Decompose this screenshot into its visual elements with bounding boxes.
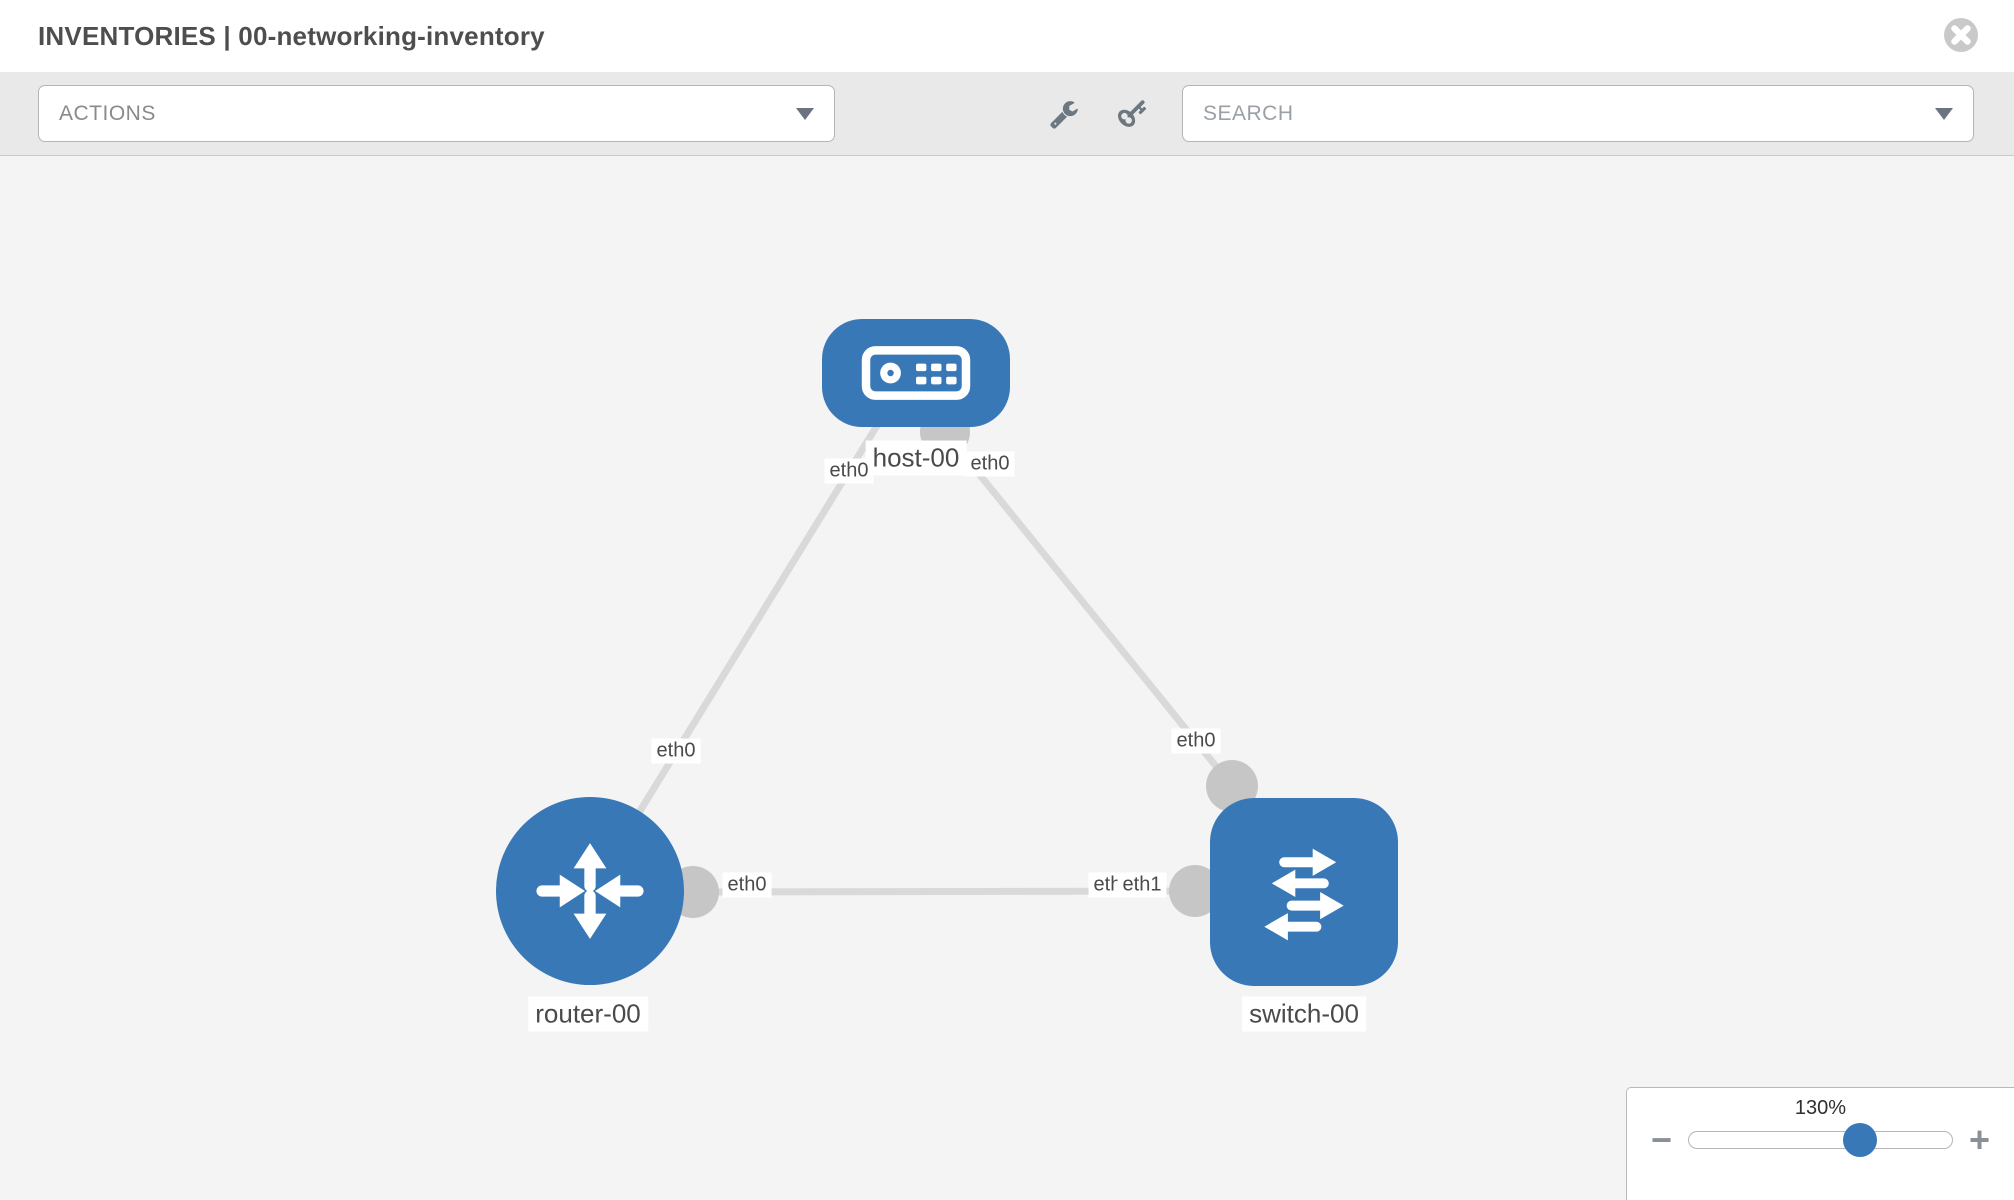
key-icon[interactable]	[1118, 99, 1148, 129]
zoom-slider-thumb[interactable]	[1842, 1123, 1877, 1157]
toolbar: ACTIONS	[0, 72, 2014, 156]
search-chevron-down-icon[interactable]	[1935, 107, 1953, 120]
interface-label-router-eth0-up: eth0	[651, 738, 701, 764]
topology-links-layer	[597, 407, 1258, 918]
chevron-down-icon	[796, 107, 814, 120]
actions-dropdown-label: ACTIONS	[59, 101, 156, 125]
search-box[interactable]	[1182, 85, 1974, 142]
router-icon	[536, 843, 644, 939]
link-host-switch[interactable]	[942, 429, 1235, 789]
interface-label-switch-eth0: eth0	[1171, 728, 1221, 754]
node-switch-00[interactable]	[1210, 798, 1398, 986]
connector-switch-eth1[interactable]	[1169, 865, 1221, 917]
interface-label-switch-eth1: eth1	[1117, 872, 1167, 898]
interface-label-router-eth0-side: eth0	[722, 872, 772, 898]
wrench-icon[interactable]	[1050, 99, 1080, 129]
page-title: INVENTORIES | 00-networking-inventory	[38, 20, 545, 51]
actions-dropdown[interactable]: ACTIONS	[38, 85, 835, 142]
interface-label-host-eth0-left: eth0	[824, 458, 874, 484]
node-router-00[interactable]	[496, 797, 684, 985]
node-host-00[interactable]	[822, 319, 1010, 427]
topology-canvas[interactable]: host-00 router-00 switch-00 eth0 eth0 et…	[0, 156, 2014, 1200]
node-label-switch-00: switch-00	[1242, 996, 1366, 1032]
page-header: INVENTORIES | 00-networking-inventory	[0, 0, 2014, 72]
zoom-out-button[interactable]: −	[1651, 1119, 1673, 1160]
host-icon	[861, 346, 971, 400]
zoom-in-button[interactable]: +	[1968, 1119, 1990, 1160]
zoom-panel: 130% − +	[1626, 1087, 2014, 1200]
zoom-slider-track[interactable]	[1688, 1123, 1953, 1157]
node-label-router-00: router-00	[528, 996, 648, 1032]
search-input[interactable]	[1203, 101, 1935, 126]
zoom-level-value: 130%	[1794, 1097, 1847, 1119]
link-host-router[interactable]	[597, 422, 881, 878]
node-label-host-00: host-00	[865, 440, 967, 476]
interface-label-host-eth0-right: eth0	[965, 451, 1015, 477]
switch-icon	[1264, 848, 1344, 941]
close-icon[interactable]	[1943, 17, 1979, 53]
